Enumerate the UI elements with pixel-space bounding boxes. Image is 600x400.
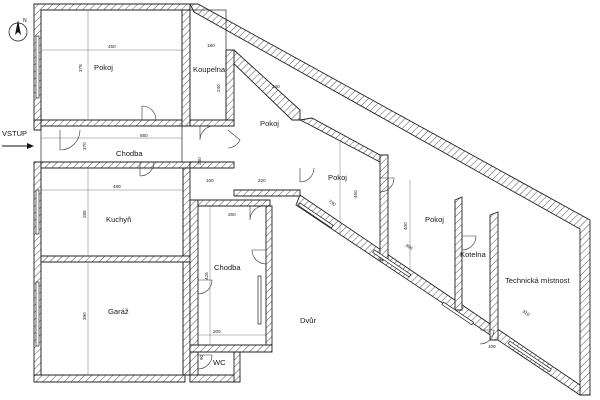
window: [441, 301, 474, 326]
entrance-label: VSTUP: [2, 129, 27, 138]
room-wc: WC: [213, 358, 226, 367]
doors: [59, 105, 495, 370]
dim-label: 450: [108, 44, 116, 49]
window: [35, 189, 40, 235]
dim-label: 450: [353, 190, 358, 198]
room-pokoj-2: Pokoj: [260, 119, 279, 128]
dim-label: 310: [521, 309, 531, 318]
window: [35, 35, 40, 99]
walls: [33, 3, 591, 396]
room-chodba-2: Chodba: [214, 263, 241, 272]
arrow-right-icon: [27, 143, 34, 149]
dim-label: 200: [213, 329, 221, 334]
dim-label: 240: [272, 84, 280, 89]
room-kuchyn: Kuchyň: [106, 215, 131, 224]
room-pokoj-4: Pokoj: [425, 215, 444, 224]
dim-label: 390: [404, 243, 414, 252]
dim-label: 100: [488, 344, 496, 349]
room-pokoj-3: Pokoj: [328, 173, 347, 182]
compass-icon: N: [8, 18, 28, 42]
dim-label: 90: [199, 354, 204, 360]
dim-label: 180: [207, 43, 215, 48]
dim-label: 580: [140, 133, 148, 138]
dim-label: 220: [258, 178, 266, 183]
dim-label: 378: [78, 64, 83, 72]
dim-label: 425: [204, 272, 209, 280]
dim-label: 285: [82, 210, 87, 218]
entrance-marker: VSTUP: [2, 129, 34, 149]
windows: [35, 35, 552, 373]
dim-label: 730: [327, 199, 337, 208]
room-chodba-1: Chodba: [116, 149, 143, 158]
room-koupelna: Koupelna: [193, 65, 226, 74]
dim-label: 390: [82, 312, 87, 320]
window: [297, 202, 334, 229]
dimension-labels: 450 378 180 240 240 580 370 480 285 390 …: [78, 43, 531, 360]
dim-label: 230: [197, 157, 202, 165]
room-technicka: Technická místnost: [505, 276, 570, 285]
dim-label: 240: [216, 84, 221, 92]
room-labels: Pokoj Koupelna Pokoj Chodba Kuchyň Chodb…: [94, 63, 570, 367]
dimension-lines: [41, 10, 411, 375]
room-garaz: Garáž: [108, 307, 129, 316]
dim-label: 100: [206, 178, 214, 183]
room-kotelna: Kotelna: [460, 250, 487, 259]
window: [35, 281, 40, 347]
courtyard-label: Dvůr: [300, 316, 317, 325]
dim-label: 370: [82, 142, 87, 150]
window: [507, 340, 552, 373]
dim-label: 480: [113, 184, 121, 189]
window: [257, 275, 262, 325]
dim-label: 400: [403, 222, 408, 230]
room-pokoj-1: Pokoj: [94, 63, 113, 72]
dim-label: 260: [228, 212, 236, 217]
interior-lines: [40, 9, 266, 376]
compass-letter: N: [23, 18, 27, 24]
window: [372, 249, 412, 278]
